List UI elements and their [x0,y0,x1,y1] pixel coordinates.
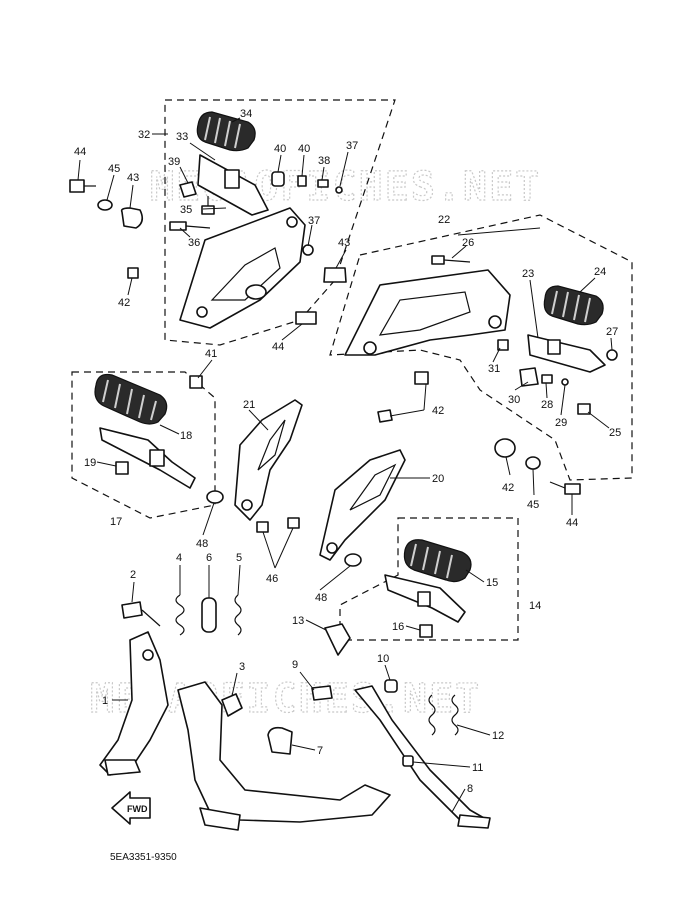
callout-46b: 45 [527,499,539,511]
group-box-17 [71,371,216,519]
callout-33: 33 [176,131,188,143]
callout-42b: 42 [432,405,444,417]
small-parts-32-group [169,171,343,256]
callout-4: 4 [176,552,182,564]
callout-16: 16 [392,621,404,633]
bushing-3 [221,693,243,717]
callout-2: 2 [130,569,136,581]
callout-19: 19 [84,457,96,469]
pin-6 [201,597,217,633]
callout-26: 26 [462,237,474,249]
rear-footrest-bracket-left [179,207,306,329]
callout-10: 10 [377,653,389,665]
callout-48a: 48 [196,538,208,550]
callout-22: 22 [438,214,450,226]
callout-3: 3 [239,661,245,673]
callout-45b: 44 [566,517,578,529]
callout-42c: 41 [205,348,217,360]
callout-20: 20 [432,473,444,485]
callout-40b: 40 [298,143,310,155]
callout-39: 37 [346,140,358,152]
callout-47: 46 [266,573,278,585]
callout-11: 11 [472,762,483,774]
callout-29: 29 [555,417,567,429]
main-stand-1 [99,631,391,831]
callout-46a: 45 [108,163,120,175]
callout-45a: 44 [74,146,86,158]
callout-42a: 42 [118,297,130,309]
callout-9: 9 [292,659,298,671]
footrest-rubber-15 [403,539,472,583]
callout-labels: 34 32 33 39 40 40 38 37 44 45 43 35 36 3… [74,108,621,795]
side-stand-small-parts [311,623,459,767]
rear-footrest-bracket-right [323,267,511,356]
callout-35: 35 [180,204,192,216]
callout-32: 32 [138,129,150,141]
callout-27: 27 [606,326,618,338]
springs-4-5 [175,594,242,636]
footrest-14 [384,574,466,638]
footrest-23 [527,334,606,373]
callout-40a: 39 [168,156,180,168]
callout-48b: 48 [315,592,327,604]
footrest-rubber-24 [543,285,604,326]
footrest-bracket-21 [234,399,303,521]
callout-23: 23 [522,268,534,280]
callout-6: 6 [206,552,212,564]
bolt-42-middle [189,375,203,389]
callout-8: 8 [467,783,473,795]
callout-43b: 42 [502,482,514,494]
footrest-bracket-20 [319,449,406,561]
callout-30: 30 [508,394,520,406]
forward-arrow-label: FWD [127,804,148,814]
forward-arrow-icon: FWD [111,791,151,825]
callout-24: 24 [594,266,606,278]
footrest-rubber-18 [94,373,168,425]
callout-18: 18 [180,430,192,442]
footrest-17 [99,427,196,489]
callout-13: 13 [292,615,304,627]
diagram-code: 5EA3351-9350 [110,852,177,863]
rear-bolts-left [69,179,317,325]
stand-bolt-2 [121,601,161,627]
callout-15: 15 [486,577,498,589]
callout-17: 17 [110,516,122,528]
callout-44b: 43 [338,237,350,249]
callout-43a: 43 [127,172,139,184]
callout-14: 14 [529,600,541,612]
washers-48 [206,490,362,567]
callout-44a: 44 [272,341,284,353]
callout-28: 28 [541,399,553,411]
callout-36: 36 [188,237,200,249]
callout-37: 37 [308,215,320,227]
callout-38: 38 [318,155,330,167]
footrest-33 [197,154,269,216]
footrest-rubber-34 [196,111,256,152]
callout-7: 7 [317,745,323,757]
callout-25: 25 [609,427,621,439]
small-parts-22-group [377,255,618,495]
callout-41: 40 [274,143,286,155]
callout-leaders [77,117,613,813]
callout-5: 5 [236,552,242,564]
bolts-47 [256,517,300,533]
callout-12: 12 [492,730,504,742]
callout-21: 21 [243,399,255,411]
callout-34: 34 [240,108,252,120]
callout-31: 31 [488,363,500,375]
stopper-7 [267,726,293,755]
callout-1: 1 [102,695,108,707]
